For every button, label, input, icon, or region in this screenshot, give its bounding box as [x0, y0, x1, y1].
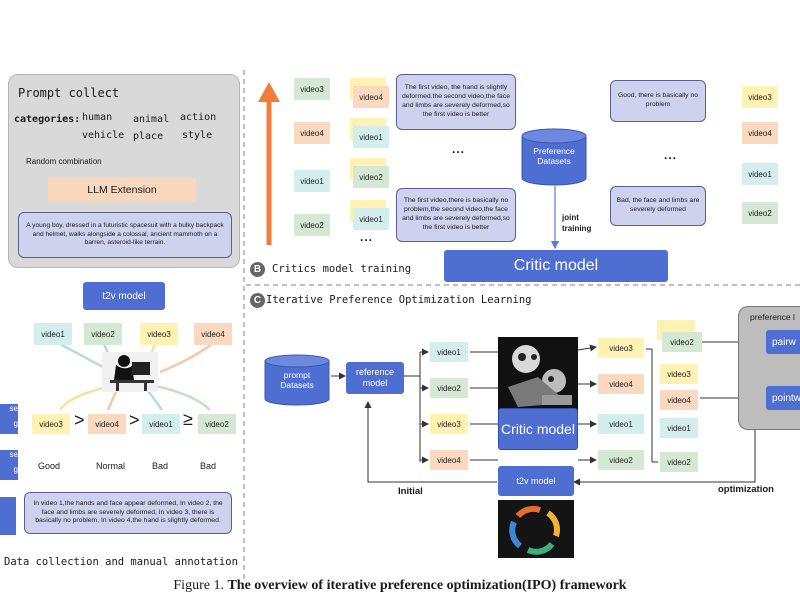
left-fragment-1: se: [0, 404, 18, 419]
video-tile-4: video4: [194, 323, 232, 345]
reference-model-box: reference model: [346, 362, 404, 394]
llm-extension-box: LLM Extension: [48, 178, 196, 202]
b-right-video-1b: video1: [353, 208, 389, 230]
b-left-video-1: video1: [294, 170, 330, 192]
preference-datasets-db: Preference Datasets: [521, 128, 587, 186]
prompt-collect-heading: Prompt collect: [18, 86, 120, 100]
pairwise-box: pairw: [766, 330, 800, 354]
c-right-video-3: video3: [598, 338, 644, 358]
caption-prefix: Figure 1.: [173, 578, 228, 593]
b-left-video-3: video3: [294, 78, 330, 100]
rating-bad-2: Bad: [200, 461, 217, 471]
panel-a-footer: Data collection and manual annotation: [4, 556, 238, 568]
category-style: style: [182, 130, 213, 141]
rank-op-3: ≥: [183, 409, 193, 429]
b-ellipsis-2: ...: [360, 230, 374, 244]
optimization-label: optimization: [718, 484, 774, 495]
panel-b-title: Critics model training: [272, 263, 412, 275]
video-tile-2: video2: [84, 323, 122, 345]
b-right-video-1: video1: [353, 126, 389, 148]
left-fragment-5: [0, 497, 16, 535]
panel-c-title: Iterative Preference Optimization Learni…: [266, 294, 532, 306]
c-right-video-4: video4: [598, 374, 644, 394]
c-stack-video-4: video4: [660, 390, 698, 410]
t2v-model-box-c: t2v model: [498, 466, 574, 496]
prompt-datasets-label: prompt Datasets: [280, 370, 314, 390]
b-note-4: Bad, the face and limbs are severely def…: [610, 186, 706, 226]
c-video-4: video4: [430, 450, 468, 470]
c-stack-video-2b: video2: [660, 452, 698, 472]
c-right-video-2: video2: [598, 450, 644, 470]
category-vehicle: vehicle: [82, 130, 125, 141]
joint-training-label: joint training: [562, 213, 592, 233]
b-note-2: The first video,there is basically no pr…: [396, 188, 516, 242]
annotation-note: In video 1,the hands and face appear def…: [24, 492, 232, 534]
b-side-video-3: video3: [742, 86, 778, 108]
b-left-video-4: video4: [294, 122, 330, 144]
human-annotator-icon: [102, 352, 158, 392]
random-combination-label: Random combination: [26, 157, 102, 166]
category-human: human: [82, 112, 113, 123]
rating-good: Good: [38, 461, 61, 471]
rank-op-1: >: [74, 410, 85, 430]
category-animal: animal: [133, 114, 170, 125]
b-right-video-2: video2: [353, 166, 389, 188]
robot-image: [498, 337, 578, 411]
figure-caption: Figure 1. The overview of iterative pref…: [0, 578, 800, 594]
badge-b: B: [250, 262, 265, 277]
c-video-1: video1: [430, 342, 468, 362]
left-fragment-3: se: [0, 450, 18, 465]
category-place: place: [133, 131, 164, 142]
b-side-video-2: video2: [742, 202, 778, 224]
ranked-video-1: video3: [32, 414, 70, 434]
badge-c: C: [250, 293, 265, 308]
b-ellipsis-3: ...: [664, 148, 678, 162]
c-video-3: video3: [430, 414, 468, 434]
caption-text: The overview of iterative preference opt…: [227, 578, 627, 593]
categories-label: categories:: [14, 114, 81, 125]
b-right-video-4: video4: [353, 86, 389, 108]
rating-normal: Normal: [96, 461, 126, 471]
preference-learning-box: [738, 306, 800, 430]
category-action: action: [180, 112, 217, 123]
c-stack-video-1: video1: [660, 418, 698, 438]
b-ellipsis-1: ...: [452, 142, 466, 156]
pointwise-box: pointw: [766, 386, 800, 410]
initial-label: Initial: [398, 486, 423, 497]
b-left-video-2: video2: [294, 214, 330, 236]
left-fragment-2: g: [0, 419, 18, 434]
preference-learning-title: preference l: [750, 312, 795, 322]
c-stack-video-3: video3: [660, 364, 698, 384]
b-note-1: The first video, the hand is slightly de…: [396, 74, 516, 130]
b-side-video-1: video1: [742, 163, 778, 185]
b-note-3: Good, there is basically no problem: [610, 80, 706, 122]
example-prompt-note: A young boy, dressed in a futuristic spa…: [18, 212, 232, 258]
ranked-video-2: video4: [88, 414, 126, 434]
b-side-video-4: video4: [742, 122, 778, 144]
prompt-datasets-db: prompt Datasets: [264, 354, 330, 406]
ranked-video-4: video2: [198, 414, 236, 434]
critic-model-box-c: Critic model: [498, 408, 578, 450]
critic-model-box-b: Critic model: [444, 250, 668, 282]
video-tile-3: video3: [140, 323, 178, 345]
t2v-model-box-a: t2v model: [83, 282, 165, 310]
c-stack-video-2a: video2: [662, 332, 702, 352]
rating-bad-1: Bad: [152, 461, 169, 471]
iterative-cycle-icon: [498, 500, 574, 558]
video-tile-1: video1: [34, 323, 72, 345]
ranked-video-3: video1: [142, 414, 180, 434]
c-right-video-1: video1: [598, 414, 644, 434]
rank-op-2: >: [129, 410, 140, 430]
preference-datasets-label: Preference Datasets: [533, 146, 575, 166]
c-video-2: video2: [430, 378, 468, 398]
left-fragment-4: g: [0, 465, 18, 480]
